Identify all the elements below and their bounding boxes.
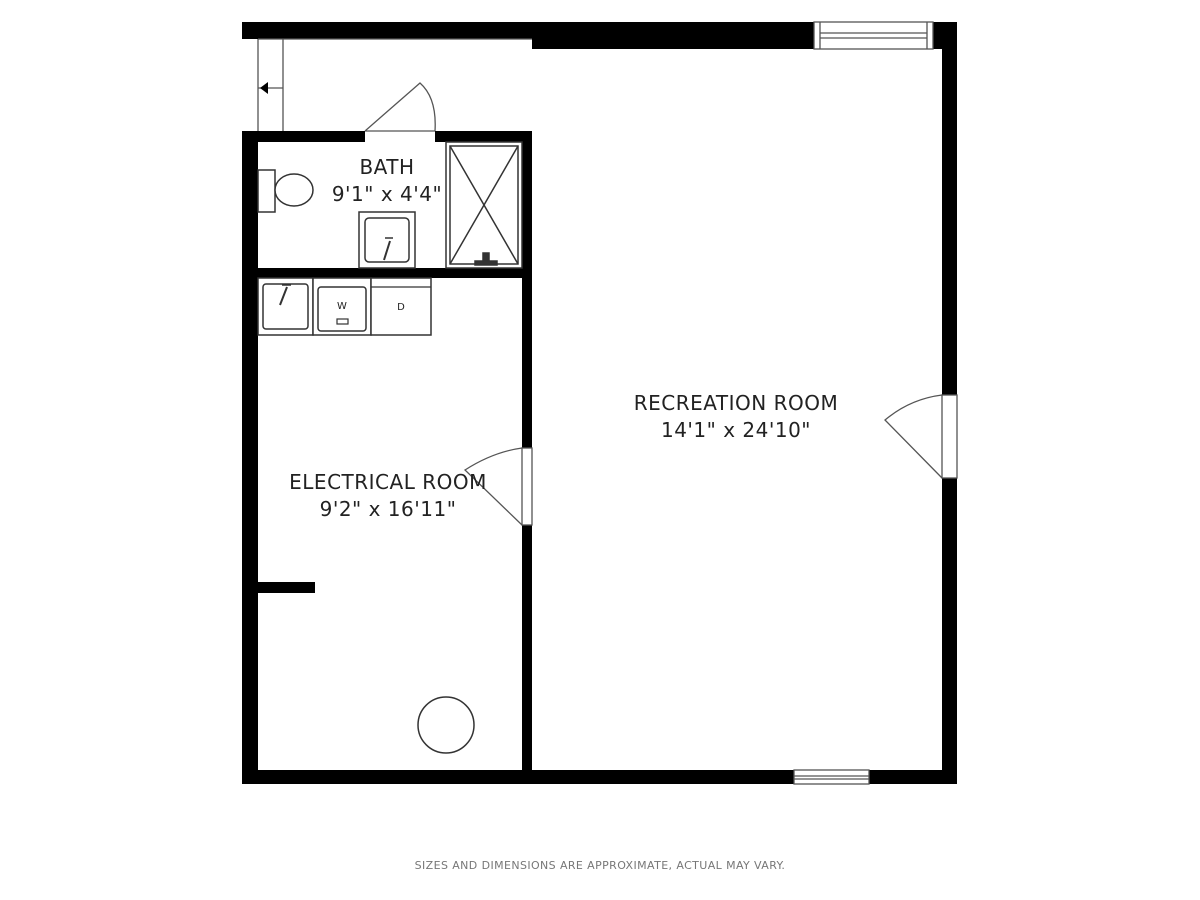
window-bottom xyxy=(793,769,870,785)
disclaimer-text: SIZES AND DIMENSIONS ARE APPROXIMATE, AC… xyxy=(414,859,786,872)
recreation-room-name: RECREATION ROOM xyxy=(634,391,838,415)
washer-icon: W xyxy=(312,277,372,336)
bath-size: 9'1" x 4'4" xyxy=(332,182,442,206)
electrical-room-size: 9'2" x 16'11" xyxy=(320,497,457,521)
dryer-icon: D xyxy=(370,277,432,336)
walls xyxy=(242,22,957,784)
electrical-partition-stub xyxy=(242,582,315,593)
electrical-room-name: ELECTRICAL ROOM xyxy=(289,470,487,494)
bath-name: BATH xyxy=(359,155,414,179)
top-wall-middle xyxy=(532,22,814,49)
bath-bottom-wall xyxy=(242,268,532,278)
center-wall-lower xyxy=(522,525,532,784)
bath-door[interactable] xyxy=(364,82,436,132)
dryer-label: D xyxy=(397,302,405,313)
laundry-sink-icon xyxy=(257,277,314,336)
top-wall-left xyxy=(242,22,532,39)
right-wall-upper xyxy=(942,22,957,395)
water-heater-icon xyxy=(417,696,475,754)
washer-label: W xyxy=(337,301,347,312)
exterior-door[interactable] xyxy=(884,394,958,479)
shower-icon xyxy=(445,141,523,269)
bath-sink-icon xyxy=(358,211,416,269)
left-wall xyxy=(242,131,258,784)
left-wall-top-stub xyxy=(242,22,258,39)
bath-top-wall-right xyxy=(435,131,532,142)
electrical-room-door[interactable] xyxy=(463,447,533,526)
bottom-wall-left xyxy=(242,770,794,784)
entry-arrow-icon xyxy=(260,82,268,94)
window-top xyxy=(813,21,934,50)
toilet-icon xyxy=(257,169,314,213)
right-wall-lower xyxy=(942,478,957,784)
center-wall-upper xyxy=(522,131,532,448)
bath-top-wall-left xyxy=(242,131,365,142)
entry-opening xyxy=(257,38,532,131)
recreation-room-size: 14'1" x 24'10" xyxy=(661,418,811,442)
bottom-wall-right xyxy=(869,770,957,784)
